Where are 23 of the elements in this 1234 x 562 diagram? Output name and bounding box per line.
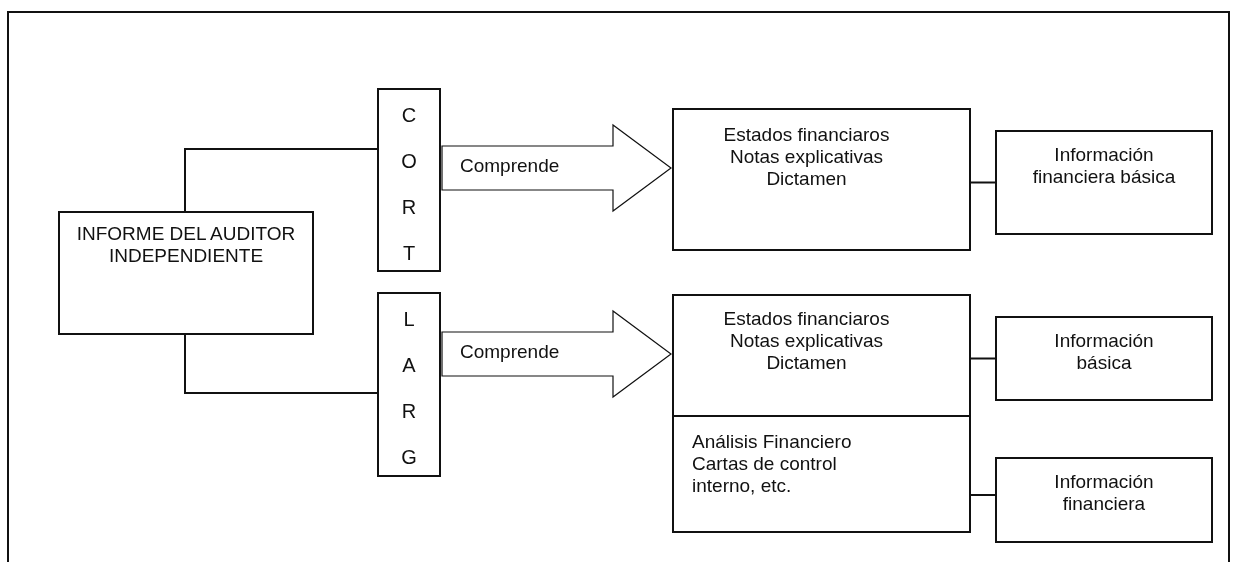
text-box xyxy=(672,294,971,417)
node-text: Información financiera xyxy=(1053,471,1155,515)
node-text: Estados financiaros Notas explicativas Dictamen xyxy=(722,308,891,374)
node-text: Información financiera básica xyxy=(1031,144,1177,188)
connector-line xyxy=(970,494,996,496)
text-box xyxy=(58,211,314,335)
connector-line xyxy=(970,181,996,184)
connector-line xyxy=(970,357,996,360)
node-text: Información básica xyxy=(1053,330,1155,374)
node-text: LARG xyxy=(400,307,418,470)
node-text: Estados financiaros Notas explicativas Dictamen xyxy=(722,124,891,190)
text-box xyxy=(672,108,971,251)
text-box xyxy=(995,130,1213,235)
node-text: CORT xyxy=(400,103,418,266)
vertical-label-box xyxy=(377,88,441,272)
connector-line xyxy=(184,334,378,394)
connector-line xyxy=(184,148,378,212)
node-text: INFORME DEL AUDITOR INDEPENDIENTE xyxy=(75,223,297,267)
text-box xyxy=(672,415,971,533)
text-box xyxy=(995,457,1213,543)
text-box xyxy=(995,316,1213,401)
vertical-label-box xyxy=(377,292,441,477)
node-text: Análisis Financiero Cartas de control interno, etc. xyxy=(692,431,853,497)
